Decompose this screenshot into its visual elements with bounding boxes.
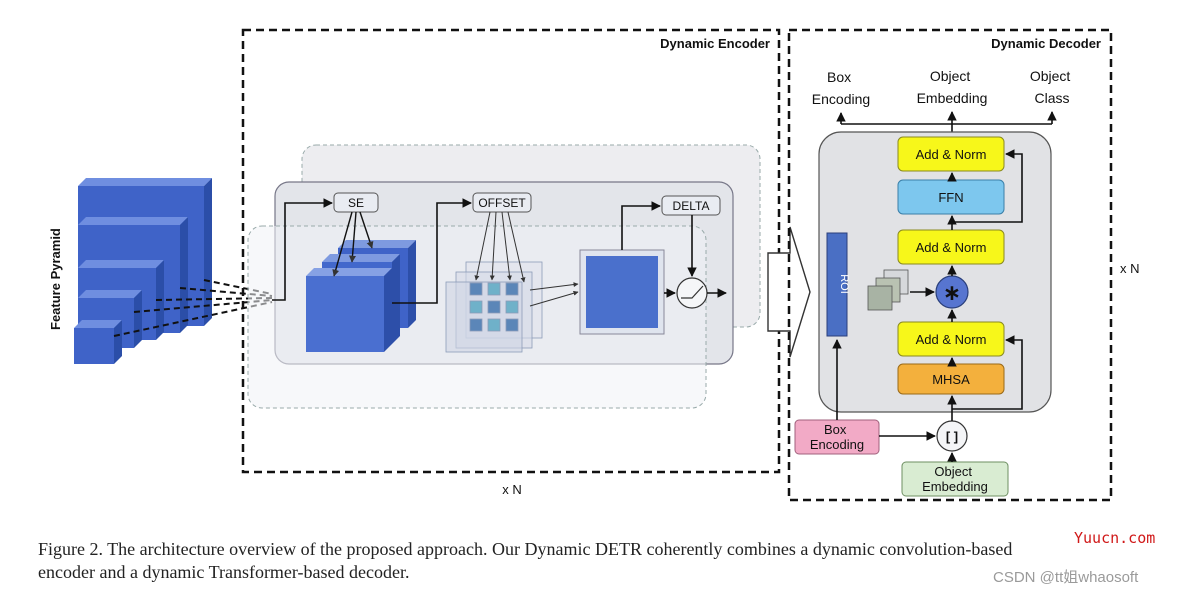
architecture-diagram: Feature Pyramid — [48, 28, 1140, 502]
encoder-flow-arrows — [272, 198, 727, 304]
mhsa-block: MHSA — [897, 363, 1005, 395]
ffn-label: FFN — [938, 190, 963, 205]
dynamic-activation-node — [676, 277, 708, 309]
offset-arrows — [474, 211, 579, 307]
se-feature-cube — [306, 240, 416, 352]
encoder-frame — [241, 28, 781, 474]
box-encoding-input: Box Encoding — [794, 419, 880, 455]
caption-line-1: Figure 2. The architecture overview of t… — [38, 539, 1013, 559]
decoder-title: Dynamic Decoder — [991, 36, 1101, 51]
dynamic-encoder: Dynamic Encoder SE — [241, 28, 781, 497]
feature-pyramid: Feature Pyramid — [48, 178, 273, 364]
decoder-frame — [787, 28, 1113, 502]
decoder-repeat-label: x N — [1120, 261, 1140, 276]
dynamic-conv-node: ∗ — [935, 275, 969, 309]
se-attention-arrows — [332, 211, 374, 277]
roi-block: ROI — [826, 232, 850, 337]
deformable-conv-grid — [445, 261, 543, 353]
roi-label: ROI — [838, 274, 850, 294]
caption-line-2: encoder and a dynamic Transformer-based … — [38, 562, 410, 582]
object-embedding-input: Object Embedding — [901, 461, 1009, 497]
concat-symbol: [ ] — [946, 429, 958, 444]
output-box-encoding: Box Encoding — [812, 69, 870, 107]
dynamic-decoder: Dynamic Decoder Box Encoding Object Embe… — [787, 28, 1140, 502]
add-norm-middle: Add & Norm — [897, 229, 1005, 265]
offset-label: OFFSET — [478, 196, 526, 210]
se-label: SE — [348, 196, 364, 210]
figure-caption: Figure 2. The architecture overview of t… — [38, 538, 1158, 584]
encoder-title: Dynamic Encoder — [660, 36, 770, 51]
svg-text:Add & Norm: Add & Norm — [916, 332, 987, 347]
output-object-embedding: Object Embedding — [917, 68, 988, 106]
svg-text:Add & Norm: Add & Norm — [916, 240, 987, 255]
mhsa-label: MHSA — [932, 372, 970, 387]
pyramid-level-5 — [74, 320, 122, 364]
delta-module: DELTA — [661, 195, 721, 216]
add-norm-bottom: Add & Norm — [897, 321, 1005, 357]
encoder-repeat-label: x N — [502, 482, 522, 497]
svg-text:Add & Norm: Add & Norm — [916, 147, 987, 162]
offset-module: OFFSET — [472, 192, 532, 213]
svg-text:Box Encoding: Box Encoding — [810, 422, 864, 452]
site-watermark: Yuucn.com — [1074, 529, 1156, 547]
concat-node: [ ] — [936, 420, 968, 452]
roi-features — [867, 269, 909, 311]
output-object-class: Object Class — [1030, 68, 1074, 106]
ffn-block: FFN — [897, 179, 1005, 215]
svg-text:Object Embedding: Object Embedding — [922, 464, 988, 494]
output-arrows — [836, 111, 1057, 137]
decoder-flow-arrows — [832, 149, 1023, 462]
se-module: SE — [333, 192, 379, 213]
author-watermark: CSDN @tt姐whaosoft — [993, 569, 1139, 586]
output-feature-map — [579, 249, 665, 335]
dynamic-conv-symbol: ∗ — [943, 280, 961, 305]
add-norm-top: Add & Norm — [897, 136, 1005, 172]
feature-pyramid-label: Feature Pyramid — [48, 228, 63, 330]
delta-label: DELTA — [673, 199, 710, 213]
